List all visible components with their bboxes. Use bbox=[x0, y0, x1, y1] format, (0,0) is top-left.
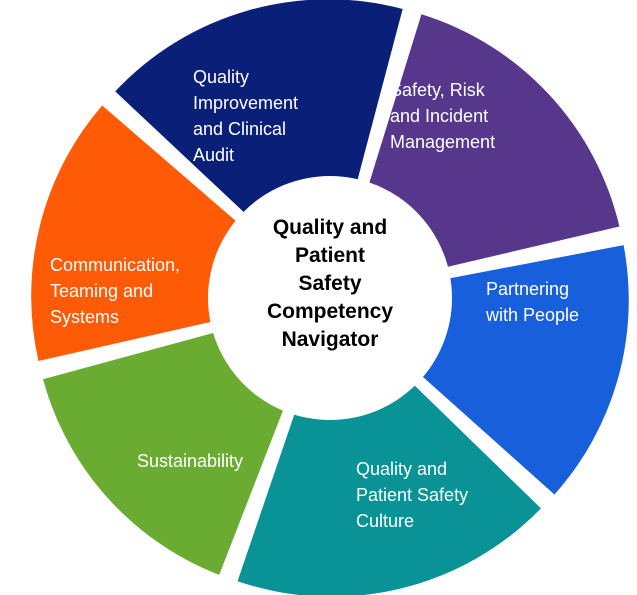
title-line: Competency bbox=[266, 300, 394, 323]
center-title: Quality and Patient Safety Competency Na… bbox=[230, 214, 430, 354]
label-line: Sustainability bbox=[137, 451, 244, 471]
title-line: Quality and bbox=[272, 216, 388, 239]
label-line: Partnering bbox=[486, 279, 570, 299]
segment-quality-improvement[interactable] bbox=[115, 0, 403, 223]
label-line: Systems bbox=[50, 307, 120, 327]
label-line: and Clinical bbox=[193, 119, 287, 139]
segment-label-culture[interactable]: Quality and Patient Safety Culture bbox=[356, 456, 468, 534]
title-line: Patient bbox=[294, 244, 365, 267]
label-line: Communication, bbox=[50, 255, 181, 275]
label-line: Patient Safety bbox=[356, 485, 469, 505]
label-line: Teaming and bbox=[50, 281, 154, 301]
label-line: Improvement bbox=[193, 93, 299, 113]
segment-communication[interactable] bbox=[31, 105, 248, 361]
label-line: Audit bbox=[193, 145, 235, 165]
segment-label-quality-improvement[interactable]: Quality Improvement and Clinical Audit bbox=[193, 64, 298, 168]
title-line: Safety bbox=[298, 272, 362, 295]
segment-sustainability[interactable] bbox=[43, 328, 289, 575]
segment-partnering[interactable] bbox=[411, 245, 629, 495]
label-line: Culture bbox=[356, 511, 415, 531]
segment-safety-risk[interactable] bbox=[364, 14, 620, 271]
label-line: and Incident bbox=[390, 106, 489, 126]
label-line: Management bbox=[390, 132, 496, 152]
label-line: with People bbox=[486, 305, 580, 325]
segment-label-sustainability[interactable]: Sustainability bbox=[137, 448, 243, 474]
segment-culture[interactable] bbox=[237, 374, 541, 595]
label-line: Safety, Risk bbox=[390, 80, 485, 100]
segment-label-safety-risk[interactable]: Safety, Risk and Incident Management bbox=[390, 77, 495, 155]
segment-label-partnering[interactable]: Partnering with People bbox=[486, 276, 579, 328]
label-line: Quality and bbox=[356, 459, 448, 479]
title-line: Navigator bbox=[281, 328, 379, 351]
center-circle bbox=[208, 176, 452, 420]
segment-label-communication[interactable]: Communication, Teaming and Systems bbox=[50, 252, 180, 330]
label-line: Quality bbox=[193, 67, 250, 87]
